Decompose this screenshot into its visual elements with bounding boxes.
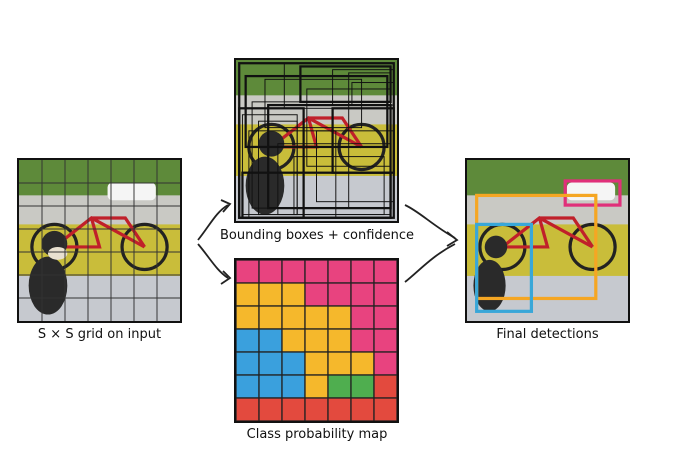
class-cell-blue xyxy=(258,351,283,376)
class-cell-yellow xyxy=(327,328,352,353)
class-cell-magenta xyxy=(350,305,375,330)
class-cell-magenta xyxy=(350,328,375,353)
class-cell-yellow xyxy=(304,328,329,353)
class-map-caption: Class probability map xyxy=(246,427,388,442)
class-cell-blue xyxy=(281,374,306,399)
class-cell-yellow xyxy=(258,305,283,330)
dog-detection-box xyxy=(475,222,534,313)
bounding-boxes-panel xyxy=(234,58,399,223)
class-cell-yellow xyxy=(281,282,306,307)
bounding-boxes-caption: Bounding boxes + confidence xyxy=(219,228,415,243)
class-cell-magenta xyxy=(304,282,329,307)
class-cell-magenta xyxy=(373,305,397,330)
candidate-box xyxy=(306,88,392,167)
class-cell-red xyxy=(304,397,329,421)
class-cell-blue xyxy=(258,374,283,399)
grid-input-caption: S × S grid on input xyxy=(37,327,162,342)
dog-icon xyxy=(28,230,68,315)
car-detection-box xyxy=(563,179,622,207)
bounding-box-overlay xyxy=(238,62,395,219)
class-cell-yellow xyxy=(281,328,306,353)
grid-input-image xyxy=(19,160,180,321)
class-cell-magenta xyxy=(350,282,375,307)
arrow-icon xyxy=(197,243,229,279)
final-detections-panel xyxy=(465,158,630,323)
class-cell-red xyxy=(258,397,283,421)
class-cell-red xyxy=(373,374,397,399)
class-cell-yellow xyxy=(258,282,283,307)
class-cell-magenta xyxy=(304,260,329,284)
candidate-box xyxy=(293,156,385,216)
class-probability-map xyxy=(236,260,397,421)
class-cell-magenta xyxy=(281,260,306,284)
class-map-panel xyxy=(234,258,399,423)
class-cell-blue xyxy=(236,351,260,376)
class-cell-red xyxy=(373,397,397,421)
class-cell-blue xyxy=(236,374,260,399)
class-cell-magenta xyxy=(327,282,352,307)
class-cell-yellow xyxy=(350,351,375,376)
class-cell-red xyxy=(327,397,352,421)
class-cell-magenta xyxy=(373,351,397,376)
class-cell-yellow xyxy=(304,374,329,399)
class-cell-yellow xyxy=(236,282,260,307)
class-cell-yellow xyxy=(327,305,352,330)
candidate-box xyxy=(264,78,363,129)
grid-input-panel xyxy=(17,158,182,323)
class-cell-blue xyxy=(258,328,283,353)
class-cell-magenta xyxy=(327,260,352,284)
candidate-box xyxy=(241,171,392,219)
class-cell-magenta xyxy=(258,260,283,284)
class-cell-green xyxy=(327,374,352,399)
class-cell-magenta xyxy=(373,260,397,284)
class-cell-blue xyxy=(281,351,306,376)
class-cell-magenta xyxy=(236,260,260,284)
class-cell-blue xyxy=(236,328,260,353)
class-cell-yellow xyxy=(304,305,329,330)
class-cell-red xyxy=(236,397,260,421)
class-cell-magenta xyxy=(373,282,397,307)
class-cell-yellow xyxy=(327,351,352,376)
final-detections-image xyxy=(467,160,628,321)
bounding-boxes-image xyxy=(236,60,397,221)
class-cell-yellow xyxy=(304,351,329,376)
car-icon xyxy=(107,182,156,201)
arrow-icon xyxy=(404,243,456,283)
class-cell-yellow xyxy=(281,305,306,330)
class-cell-magenta xyxy=(373,328,397,353)
class-cell-magenta xyxy=(350,260,375,284)
class-cell-red xyxy=(350,397,375,421)
class-cell-yellow xyxy=(236,305,260,330)
final-detections-caption: Final detections xyxy=(496,327,599,342)
candidate-box xyxy=(351,82,395,106)
class-cell-red xyxy=(281,397,306,421)
class-cell-green xyxy=(350,374,375,399)
